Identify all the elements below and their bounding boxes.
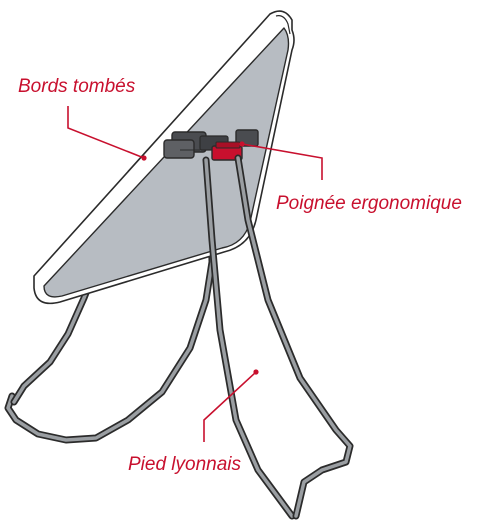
callout-label-edges: Bords tombés [18,76,136,97]
callout-line-edges [68,106,144,158]
panel-face [44,28,289,297]
callout-label-handle: Poignée ergonomique [276,193,462,214]
callout-dot-handle [239,141,244,146]
callout-dot-edges [141,155,146,160]
callout-label-stand: Pied lyonnais [128,454,242,475]
callout-dot-stand [253,369,258,374]
